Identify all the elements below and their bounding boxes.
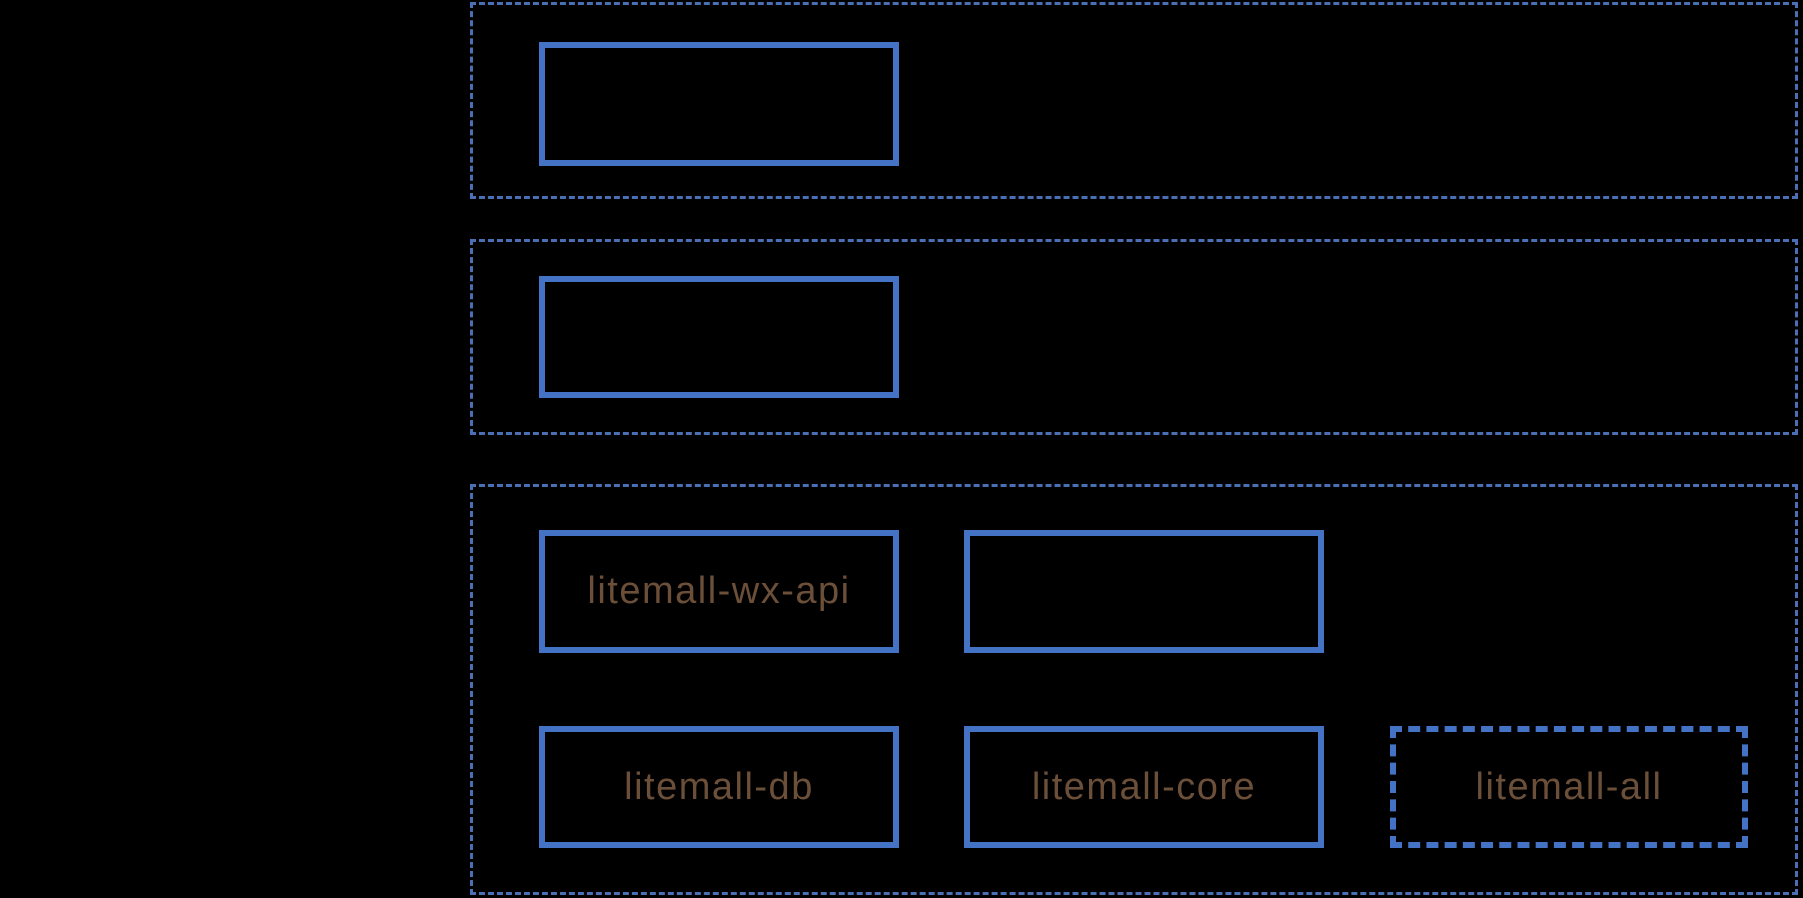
module-box-label: litemall-db — [624, 765, 814, 808]
module-box-litemall-wx-api: litemall-wx-api — [539, 530, 899, 653]
middle-dashed-group — [470, 239, 1798, 435]
module-box-empty-top — [539, 42, 899, 166]
module-box-empty-middle — [539, 276, 899, 398]
bottom-modules-group: litemall-wx-api litemall-db litemall-cor… — [470, 484, 1798, 895]
module-box-litemall-all: litemall-all — [1390, 726, 1748, 848]
module-box-litemall-core: litemall-core — [964, 726, 1324, 848]
module-box-label: litemall-wx-api — [587, 570, 851, 612]
top-dashed-group — [470, 2, 1798, 199]
module-box-label: litemall-all — [1475, 765, 1663, 808]
module-box-empty-bottom — [964, 530, 1324, 653]
module-box-litemall-db: litemall-db — [539, 726, 899, 848]
module-box-label: litemall-core — [1031, 765, 1257, 808]
